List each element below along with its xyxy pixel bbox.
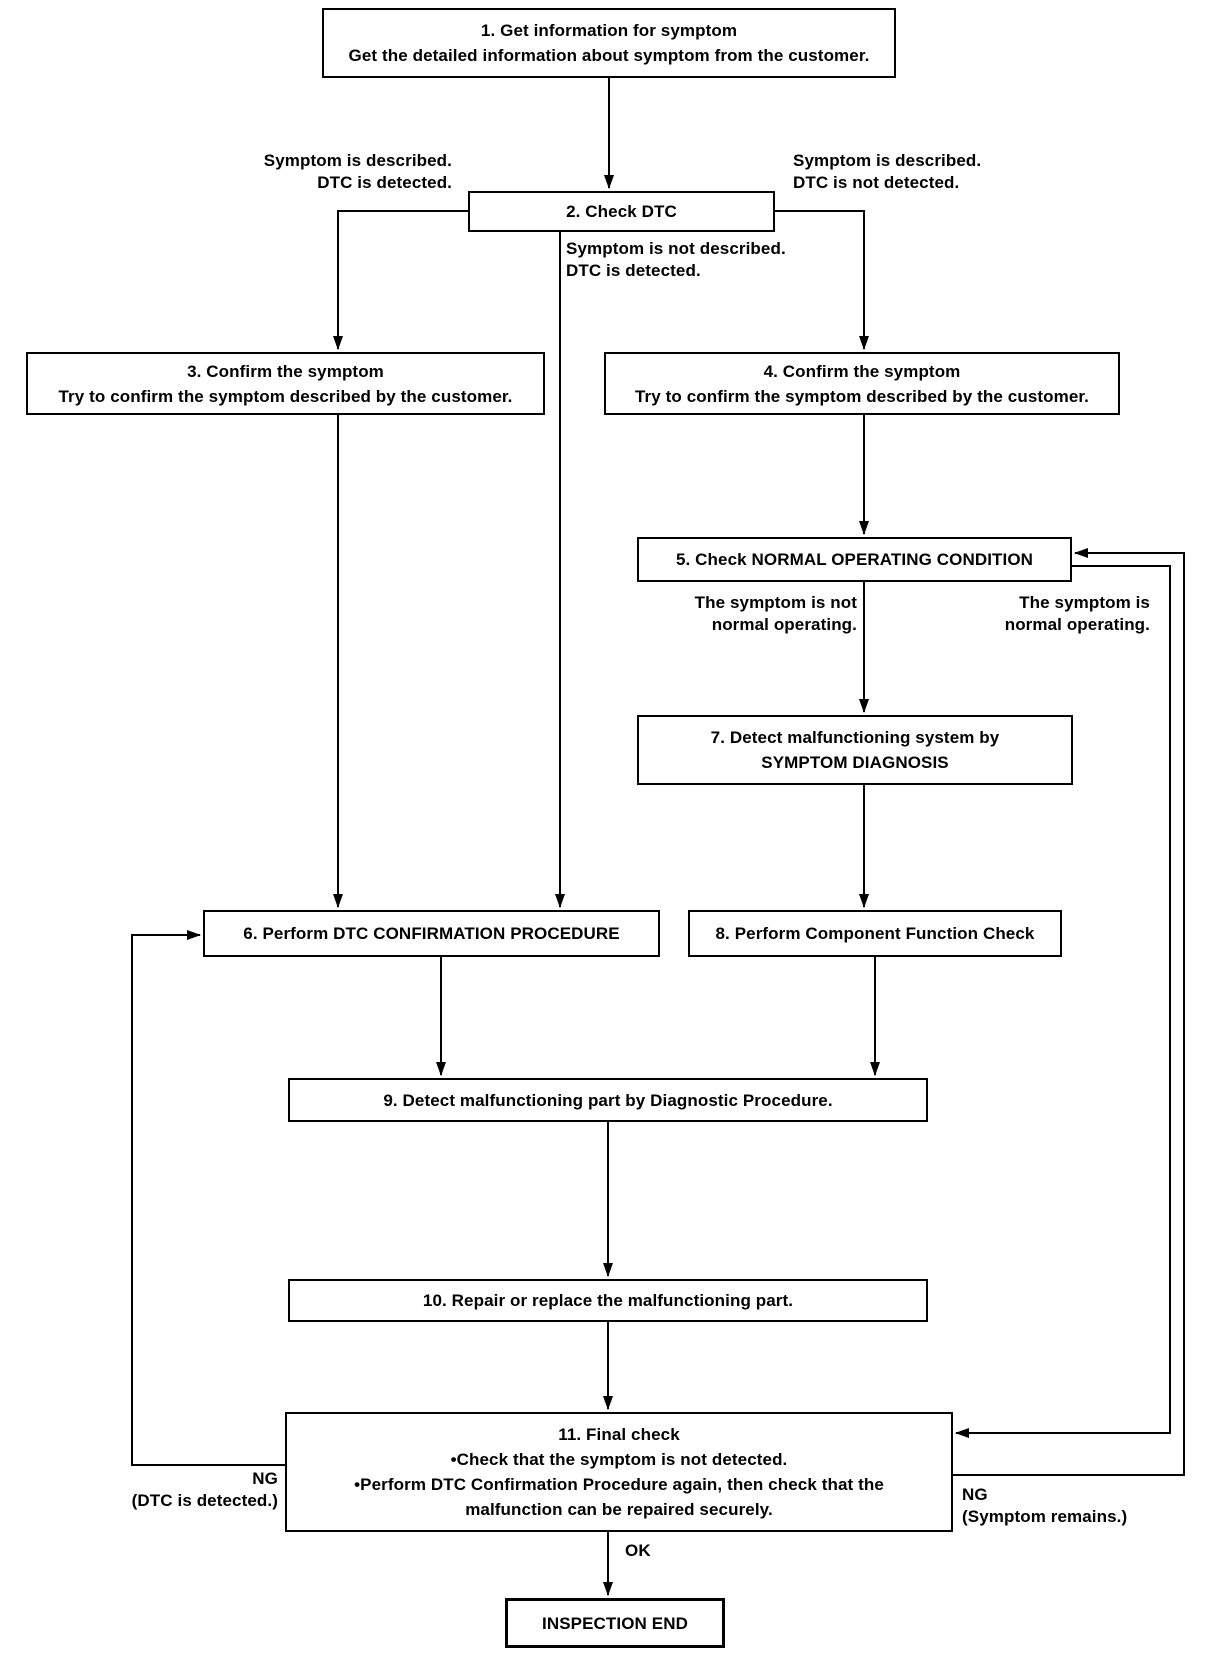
step-1-description: Get the detailed information about sympt… xyxy=(348,46,870,65)
step-11-final-check-box: 11. Final check •Check that the symptom … xyxy=(285,1412,953,1532)
step-4-confirm-symptom-box: 4. Confirm the symptom Try to confirm th… xyxy=(604,352,1120,415)
edge-label-symptom-normal-operating: The symptom is normal operating. xyxy=(1005,592,1150,636)
edge-label-line: DTC is detected. xyxy=(566,261,701,280)
edge-label-line: Symptom is described. xyxy=(263,151,452,170)
step-2-check-dtc-box: 2. Check DTC xyxy=(468,191,775,232)
connector-step2-to-step3 xyxy=(333,210,468,350)
step-8-title: 8. Perform Component Function Check xyxy=(715,924,1035,943)
step-7-title: 7. Detect malfunctioning system by xyxy=(710,728,1000,747)
inspection-end-title: INSPECTION END xyxy=(542,1613,688,1633)
connector-step5-normal-to-step11 xyxy=(955,565,1171,1438)
step-11-bullet-2-continued: malfunction can be repaired securely. xyxy=(465,1500,773,1519)
edge-label-line: Symptom is not described. xyxy=(566,239,786,258)
step-8-component-function-check-box: 8. Perform Component Function Check xyxy=(688,910,1062,957)
edge-label-ng-symptom-remains: NG (Symptom remains.) xyxy=(962,1484,1127,1528)
connector-step2-to-step4 xyxy=(775,210,869,350)
edge-label-line: NG xyxy=(252,1469,278,1488)
step-1-title: 1. Get information for symptom xyxy=(480,21,738,40)
edge-label-line: normal operating. xyxy=(711,615,857,634)
edge-label-ok: OK xyxy=(625,1541,651,1560)
step-5-check-normal-operating-condition-box: 5. Check NORMAL OPERATING CONDITION xyxy=(637,537,1072,582)
step-9-title: 9. Detect malfunctioning part by Diagnos… xyxy=(383,1090,833,1110)
step-5-title: 5. Check NORMAL OPERATING CONDITION xyxy=(675,550,1034,569)
edge-label-symptom-described-dtc-not-detected: Symptom is described. DTC is not detecte… xyxy=(793,150,981,194)
step-11-bullet-1: •Check that the symptom is not detected. xyxy=(450,1450,788,1469)
edge-label-line: (Symptom remains.) xyxy=(962,1507,1128,1526)
edge-label-line: normal operating. xyxy=(1004,615,1150,634)
edge-label-line: DTC is detected. xyxy=(317,173,452,192)
edge-label-symptom-described-dtc-detected: Symptom is described. DTC is detected. xyxy=(264,150,452,194)
edge-label-line: The symptom is not xyxy=(694,593,857,612)
step-6-dtc-confirmation-procedure-box: 6. Perform DTC CONFIRMATION PROCEDURE xyxy=(203,910,660,957)
inspection-end-box: INSPECTION END xyxy=(505,1598,725,1648)
edge-label-symptom-not-normal-operating: The symptom is not normal operating. xyxy=(695,592,857,636)
connector-step11-ng-to-step5 xyxy=(953,548,1185,1476)
step-1-get-information-box: 1. Get information for symptom Get the d… xyxy=(322,8,896,78)
edge-label-line: The symptom is xyxy=(1019,593,1150,612)
step-9-detect-malfunctioning-part-box: 9. Detect malfunctioning part by Diagnos… xyxy=(288,1078,928,1122)
step-4-description: Try to confirm the symptom described by … xyxy=(634,386,1089,406)
step-10-title: 10. Repair or replace the malfunctioning… xyxy=(422,1291,794,1310)
step-7-symptom-diagnosis-box: 7. Detect malfunctioning system by SYMPT… xyxy=(637,715,1073,785)
step-11-bullet-2: •Perform DTC Confirmation Procedure agai… xyxy=(354,1475,884,1494)
edge-label-ng-dtc-detected: NG (DTC is detected.) xyxy=(132,1468,278,1512)
step-2-title: 2. Check DTC xyxy=(566,202,677,221)
edge-label-line: NG xyxy=(962,1485,988,1504)
edge-label-symptom-not-described-dtc-detected: Symptom is not described. DTC is detecte… xyxy=(566,238,786,282)
step-10-repair-or-replace-box: 10. Repair or replace the malfunctioning… xyxy=(288,1279,928,1322)
step-6-title: 6. Perform DTC CONFIRMATION PROCEDURE xyxy=(243,924,620,943)
step-3-confirm-symptom-box: 3. Confirm the symptom Try to confirm th… xyxy=(26,352,545,415)
step-3-title: 3. Confirm the symptom xyxy=(187,361,384,381)
step-7-title-line2: SYMPTOM DIAGNOSIS xyxy=(761,753,949,772)
step-11-title: 11. Final check xyxy=(558,1425,680,1444)
connector-step11-ng-to-step6 xyxy=(131,930,285,1466)
step-3-description: Try to confirm the symptom described by … xyxy=(58,386,513,406)
edge-label-line: DTC is not detected. xyxy=(793,173,960,192)
step-4-title: 4. Confirm the symptom xyxy=(763,361,961,381)
edge-label-line: Symptom is described. xyxy=(793,151,982,170)
edge-label-line: (DTC is detected.) xyxy=(131,1491,278,1510)
